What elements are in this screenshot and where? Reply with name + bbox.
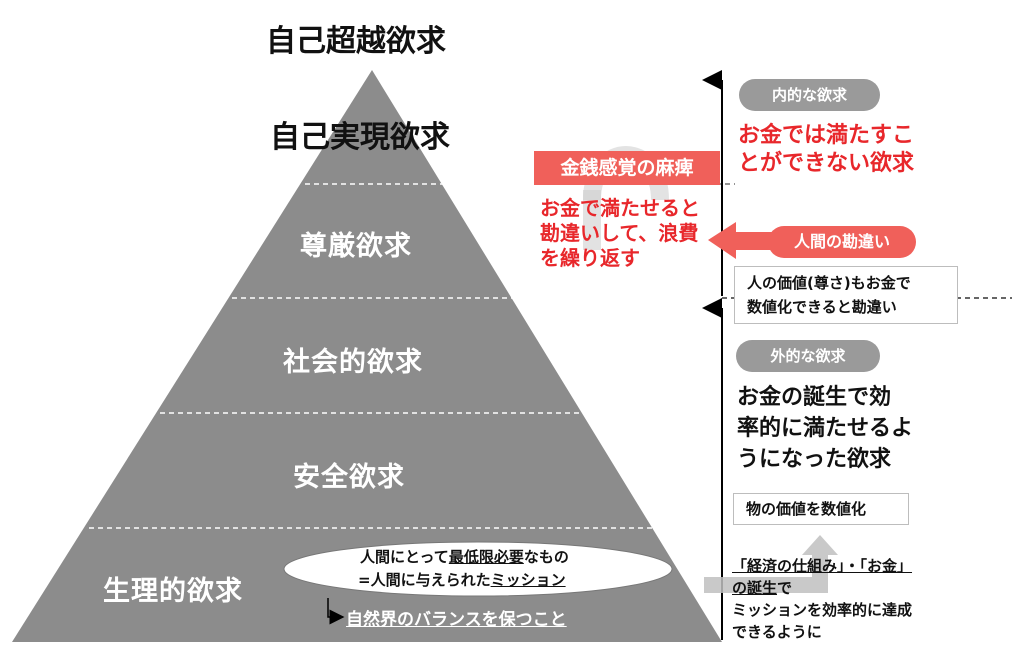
value-numeric-box: 物の価値を数値化 [733,493,909,525]
mission-line-2-prefix: =人間に与えられた [358,571,491,589]
mission-ellipse [283,541,673,597]
misunderstanding-box-line-1: 人の価値(尊さ)もお金で [747,274,911,292]
apex-label: 自己超越欲求 [266,24,446,59]
mission-line-1-prefix: 人間にとって [360,548,449,566]
outer-needs-text: お金の誕生で効 率的に満たせるよ うになった欲求 [737,382,913,475]
economy-line-1: 「経済の仕組み」・「お金」 [732,557,913,575]
inner-needs-text: お金では満たすこ とができない欲求 [738,122,914,178]
mission-line-2: =人間に与えられたミッション [358,569,566,590]
outer-needs-line-1: お金の誕生で効 [737,385,892,410]
level-label-safety: 安全欲求 [293,462,405,493]
inner-needs-line-2: とができない欲求 [738,151,915,176]
outer-needs-badge: 外的な欲求 [736,340,880,372]
inner-needs-badge: 内的な欲求 [739,79,880,111]
misunderstanding-badge: 人間の勘違い [768,226,916,258]
economy-text: 「経済の仕組み」・「お金」 の誕生で ミッションを効率的に達成 できるように [732,555,912,643]
money-numbness-line-1: お金で満たせると [540,196,700,220]
red-left-arrow [708,222,775,259]
grey-elbow-arrow [704,535,838,593]
economy-line-3: ミッションを効率的に達成 [732,601,913,619]
nature-connector [327,598,345,625]
money-numbness-text: お金で満たせると 勘違いして、浪費 を繰り返す [540,196,700,271]
mission-line-1-suffix: なもの [523,548,569,566]
money-numbness-line-2: 勘違いして、浪費 [540,221,699,245]
mission-line-2-underlined: ミッション [490,571,566,589]
misunderstanding-box: 人の価値(尊さ)もお金で 数値化できると勘違い [734,266,958,324]
top-label: 自己実現欲求 [270,120,450,155]
money-numbness-badge: 金銭感覚の麻痺 [534,151,720,185]
level-label-social: 社会的欲求 [283,347,423,378]
nature-balance-text: 自然界のバランスを保つこと [346,610,567,630]
mission-line-1: 人間にとって最低限必要なもの [360,546,569,567]
economy-line-4: できるように [732,623,822,641]
mission-line-1-underlined: 最低限必要 [448,548,524,566]
money-numbness-line-3: を繰り返す [540,246,640,270]
outer-needs-line-2: 率的に満たせるよ [737,416,914,441]
curve-arrow-stem [583,190,601,250]
economy-line-2-suffix: で [777,579,793,597]
outer-needs-line-3: うになった欲求 [737,447,892,472]
level-label-esteem: 尊厳欲求 [300,231,412,262]
misunderstanding-box-line-2: 数値化できると勘違い [747,298,897,316]
pyramid-shape [12,70,722,642]
inner-needs-line-1: お金では満たすこ [738,123,915,148]
economy-line-2-underlined: の誕生 [732,579,778,597]
economy-line-2: の誕生で [732,577,912,599]
level-label-physiological: 生理的欲求 [103,576,243,607]
